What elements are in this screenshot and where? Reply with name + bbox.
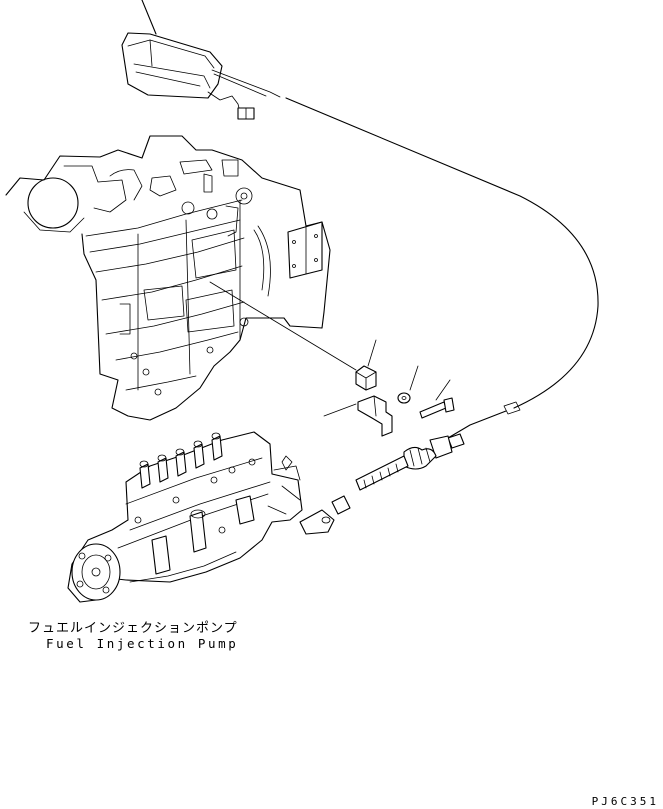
pump-label-japanese: フュエルインジェクションポンプ [28, 621, 238, 636]
pump-label-english: Fuel Injection Pump [46, 636, 239, 651]
drawing-code: PJ6C351 [591, 795, 659, 808]
fuel-injection-pump [67, 431, 303, 603]
engine-block [5, 135, 331, 421]
spacer-part [355, 339, 377, 391]
cable-bracket [323, 395, 393, 437]
bolt-part [419, 379, 455, 419]
cable-adjuster [299, 433, 465, 535]
mount-leader-line [209, 281, 357, 371]
throttle-cable [285, 97, 599, 439]
washer-part [397, 365, 419, 404]
throttle-control-box [121, 0, 281, 120]
